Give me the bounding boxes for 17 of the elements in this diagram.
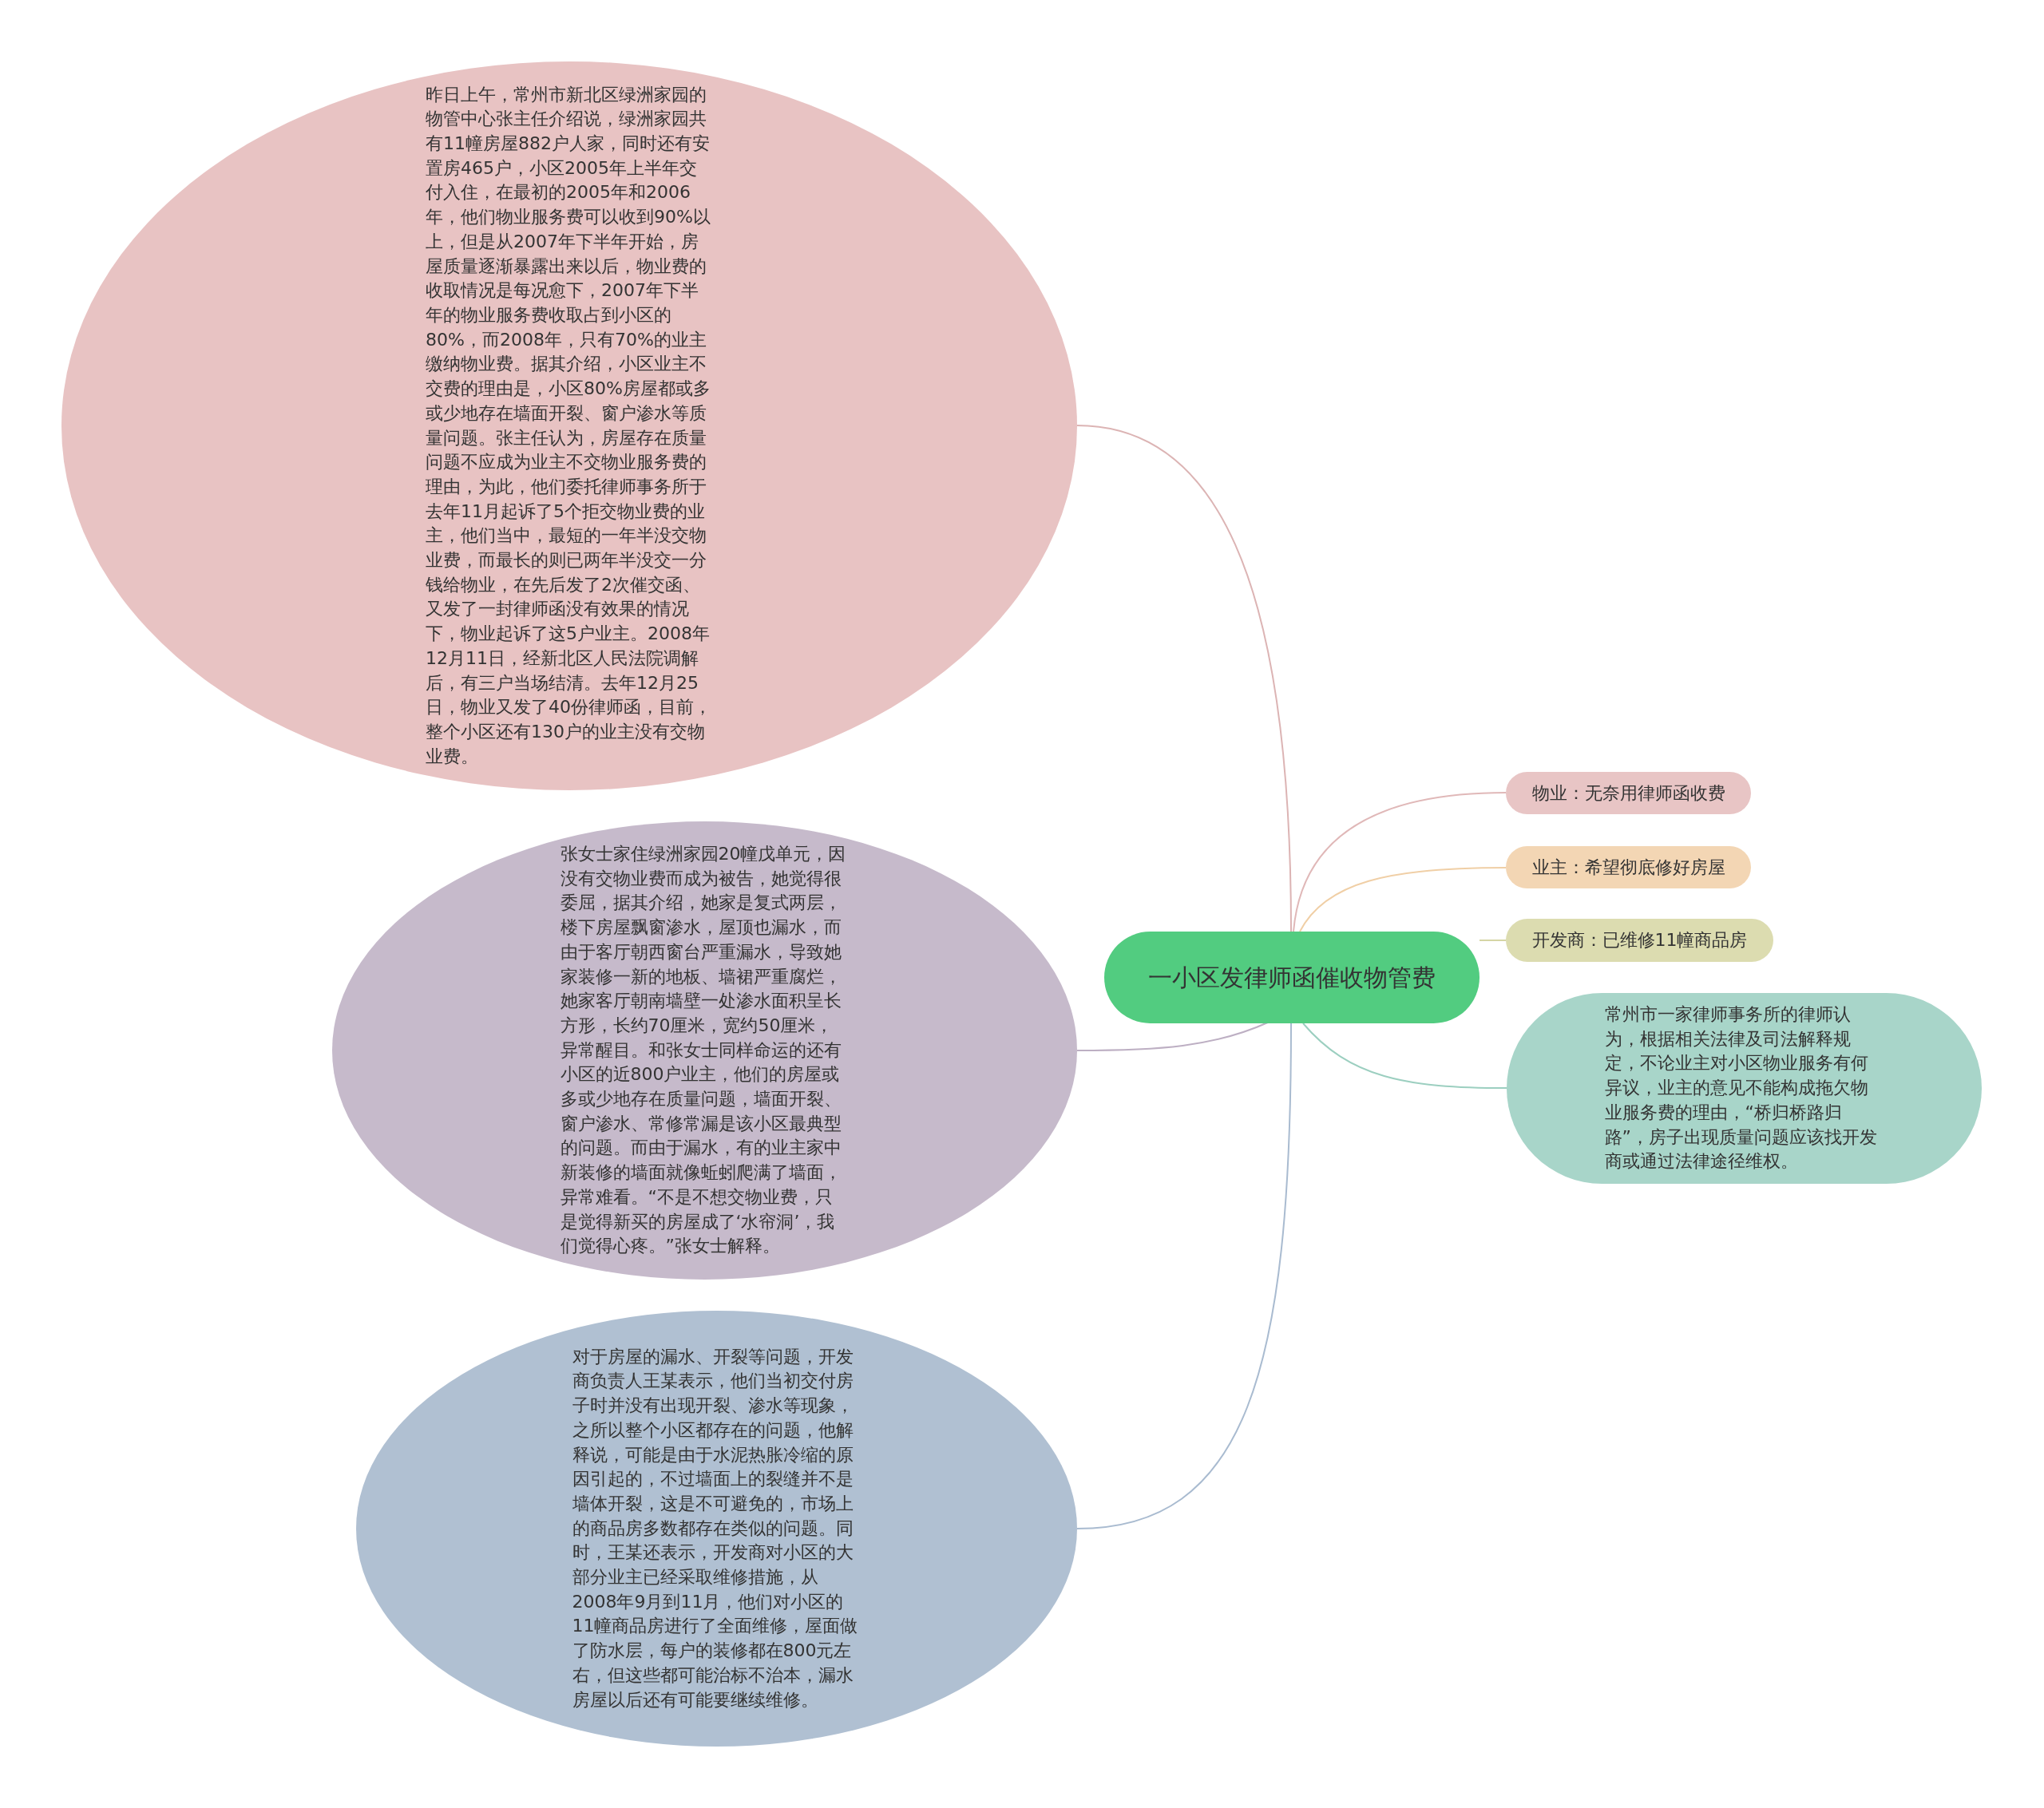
node-text: 张女士家住绿洲家园20幢戊单元，因没有交物业费而成为被告，她觉得很委屈，据其介绍，她家是复式两层，楼下房屋飘窗渗水，屋顶也漏水，而由于客厅朝西窗台严重漏水，导致她家装修一新的地板、墙裙严重腐烂，她家客厅朝南墙壁一处渗水面积呈长方形，长约70厘米，宽约50厘米，异常醒目。和张女士同样命运的还有小区的近800户业主，他们的房屋或多或少地存在质量问题，墙面开裂、窗户渗水、常修常漏是该小区最典型的问题。而由于漏水，有的业主家中新装修的墙面就像蚯蚓爬满了墙面，异常难看。“不是不想交物业费，只是觉得新买的房屋成了‘水帘洞’，我们觉得心疼。”张女士解释。 — [560, 843, 847, 1258]
connector-line — [1076, 425, 1292, 932]
connector-line — [1076, 1023, 1292, 1529]
node-text: 物业：无奈用律师函收费 — [1531, 781, 1726, 805]
connector-line — [1302, 1023, 1507, 1089]
topic-title: 一小区发律师函催收物管费 — [1147, 962, 1436, 993]
node-text: 开发商：已维修11幢商品房 — [1531, 929, 1749, 951]
node-text: 对于房屋的漏水、开裂等问题，开发商负责人王某表示，他们当初交付房子时并没有出现开裂、渗水等现象，之所以整个小区都存在的问题，他解释说，可能是由于水泥热胀冷缩的原因引起的，不过墙面上的裂缝并不是墙体开裂，这是不可避免的，市场上的商品房多数都存在类似的问题。同时，王某还表示，开发商对小区的大部分业主已经采取维修措施，从2008年9月到11月，他们对小区的11幢商品房进行了全面维修，屋面做了防水层，每户的装修都在800元左右，但这些都可能治标不治本，漏水房屋以后还有可能要继续维修。 — [572, 1345, 859, 1711]
node-text: 昨日上午，常州市新北区绿洲家园的物管中心张主任介绍说，绿洲家园共有11幢房屋882户人家，同时还有安置房465户，小区2005年上半年交付入住，在最初的2005年和2006年，他们物业服务费可以收到90%以上，但是从2007年下半年开始，房屋质量逐渐暴露出来以后，物业费的收取情况是每况愈下，2007年下半年的物业服务费收取占到小区的80%，而2008年，只有70%的业主缴纳物业费。据其介绍，小区业主不交费的理由是，小区80%房屋都或多或少地存在墙面开裂、窗户渗水等质量问题。张主任认为，房屋存在质量问题不应成为业主不交物业服务费的理由，为此，他们委托律师事务所于去年11月起诉了5个拒交物业费的业主，他们当中，最短的一年半没交物业费，而最长的则已两年半没交一分钱给物业，在先后发了2次催交函、又发了一封律师函没有效果的情况下，物业起诉了这5户业主。2008年12月11日，经新北区人民法院调解后，有三户当场结清。去年12月25日，物业又发了40份律师函，目前，整个小区还有130户的业主没有交物业费。 — [426, 83, 712, 768]
connector-line — [1293, 792, 1507, 932]
pill-node — [1506, 919, 1773, 962]
connector-line — [1299, 867, 1507, 932]
node-text: 常州市一家律师事务所的律师认为，根据相关法律及司法解释规定，不论业主对小区物业服务有何异议，业主的意见不能构成拖欠物业服务费的理由，“桥归桥路归路”，房子出现质量问题应该找开发商或通过法律途径维权。 — [1604, 1003, 1878, 1173]
node-text: 业主：希望彻底修好房屋 — [1531, 856, 1726, 879]
pill-node — [1506, 772, 1751, 814]
connector-line — [1479, 940, 1507, 941]
pill-node — [1506, 846, 1751, 888]
